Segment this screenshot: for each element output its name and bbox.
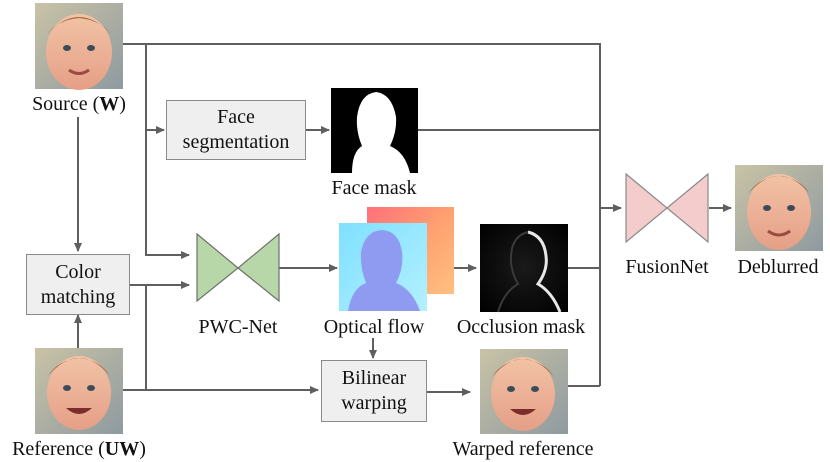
occlusion-mask-label: Occlusion mask [456,316,586,338]
deblurred-face-photo [735,165,823,251]
face-segmentation-box: Face segmentation [166,100,306,160]
source-face-photo [35,3,123,90]
occlusion-mask-image [480,224,568,313]
fusion-net-shape [625,172,709,244]
reference-label: Reference (UW) [12,438,146,460]
reference-face-photo [35,348,123,434]
connections [74,43,732,396]
warped-reference-photo [480,349,568,434]
warped-reference-label: Warped reference [452,438,594,460]
source-to-fusion-line [123,43,601,386]
pwc-net-label: PWC-Net [198,316,278,338]
color-matching-box: Color matching [26,254,130,315]
source-branch-line [145,44,190,259]
deblurred-label: Deblurred [737,256,819,278]
pwc-net-shape [196,232,280,303]
face-mask-image [331,88,418,173]
bilinear-warping-box: Bilinear warping [321,360,427,422]
fusion-net-label: FusionNet [625,256,709,278]
face-mask-label: Face mask [331,177,417,199]
optical-flow-image [339,207,454,311]
optical-flow-label: Optical flow [323,316,425,338]
source-label: Source (W) [32,93,126,115]
